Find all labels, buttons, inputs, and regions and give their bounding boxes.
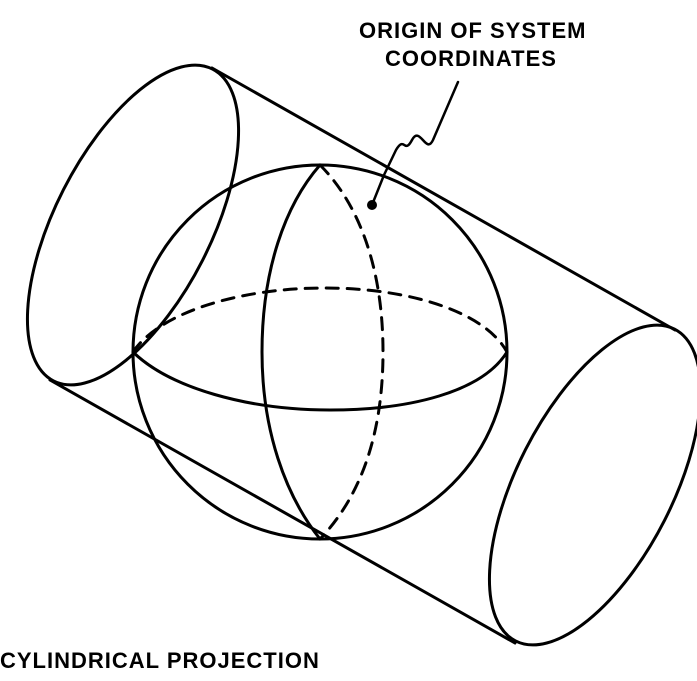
origin-label-line2: COORDINATES <box>385 46 557 71</box>
origin-point <box>367 200 377 210</box>
sphere-outline <box>131 163 509 541</box>
cylinder-bottom-edge <box>48 378 517 645</box>
cylinder-far-end <box>487 323 697 647</box>
equator-back <box>131 286 509 354</box>
cylinder-top-edge <box>210 66 677 332</box>
projection-label: CYLINDRICAL PROJECTION <box>0 648 320 673</box>
equator-front <box>131 350 509 412</box>
origin-leader-line <box>370 80 460 207</box>
origin-label-line1: ORIGIN OF SYSTEM <box>359 18 586 43</box>
meridian-front <box>260 163 322 541</box>
meridian-back <box>318 163 385 541</box>
